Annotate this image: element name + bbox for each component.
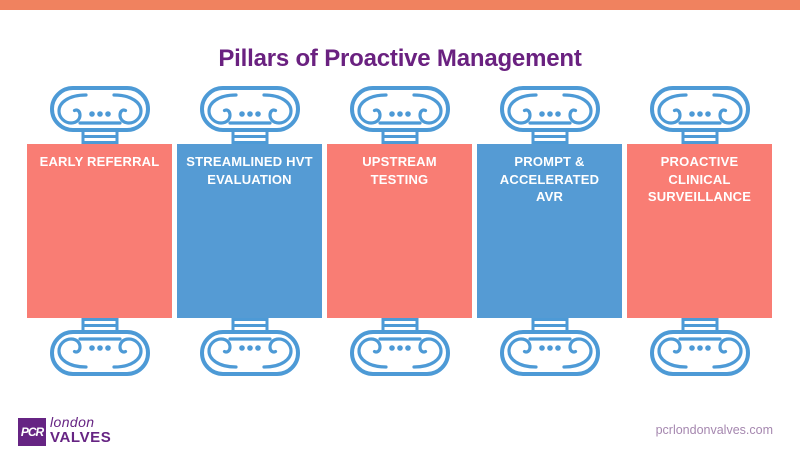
logo-text-valves: VALVES bbox=[50, 429, 112, 446]
pillar-upstream-testing: UPSTREAM TESTING bbox=[327, 86, 472, 376]
pillar-early-referral: EARLY REFERRAL bbox=[27, 86, 172, 376]
column-base-icon bbox=[650, 318, 750, 376]
pillar-label: UPSTREAM TESTING bbox=[327, 144, 472, 318]
pcr-logo-square: PCR bbox=[18, 418, 46, 446]
column-base-icon bbox=[350, 318, 450, 376]
pillar-label: STREAMLINED HVT EVALUATION bbox=[177, 144, 322, 318]
column-capital-icon bbox=[200, 86, 300, 144]
pillar-label: PROMPT & ACCELERATED AVR bbox=[477, 144, 622, 318]
column-capital-icon bbox=[650, 86, 750, 144]
column-capital-icon bbox=[500, 86, 600, 144]
website-url: pcrlondonvalves.com bbox=[655, 423, 773, 437]
column-base-icon bbox=[200, 318, 300, 376]
top-accent-bar bbox=[0, 0, 800, 10]
pillar-label: EARLY REFERRAL bbox=[27, 144, 172, 318]
pillar-proactive-clinical-surveillance: PROACTIVE CLINICAL SURVEILLANCE bbox=[627, 86, 772, 376]
pillar-label: PROACTIVE CLINICAL SURVEILLANCE bbox=[627, 144, 772, 318]
column-base-icon bbox=[500, 318, 600, 376]
logo-wordmark: london VALVES bbox=[50, 415, 111, 446]
pillar-prompt-accelerated-avr: PROMPT & ACCELERATED AVR bbox=[477, 86, 622, 376]
logo-text-london: london bbox=[50, 414, 95, 430]
pillars-row: EARLY REFERRAL STREAMLINED HVT EVALUATIO… bbox=[27, 86, 773, 376]
column-base-icon bbox=[50, 318, 150, 376]
column-capital-icon bbox=[350, 86, 450, 144]
pillar-streamlined-hvt-evaluation: STREAMLINED HVT EVALUATION bbox=[177, 86, 322, 376]
column-capital-icon bbox=[50, 86, 150, 144]
slide-title: Pillars of Proactive Management bbox=[218, 45, 582, 73]
pcr-london-valves-logo: PCR london VALVES bbox=[18, 415, 111, 446]
